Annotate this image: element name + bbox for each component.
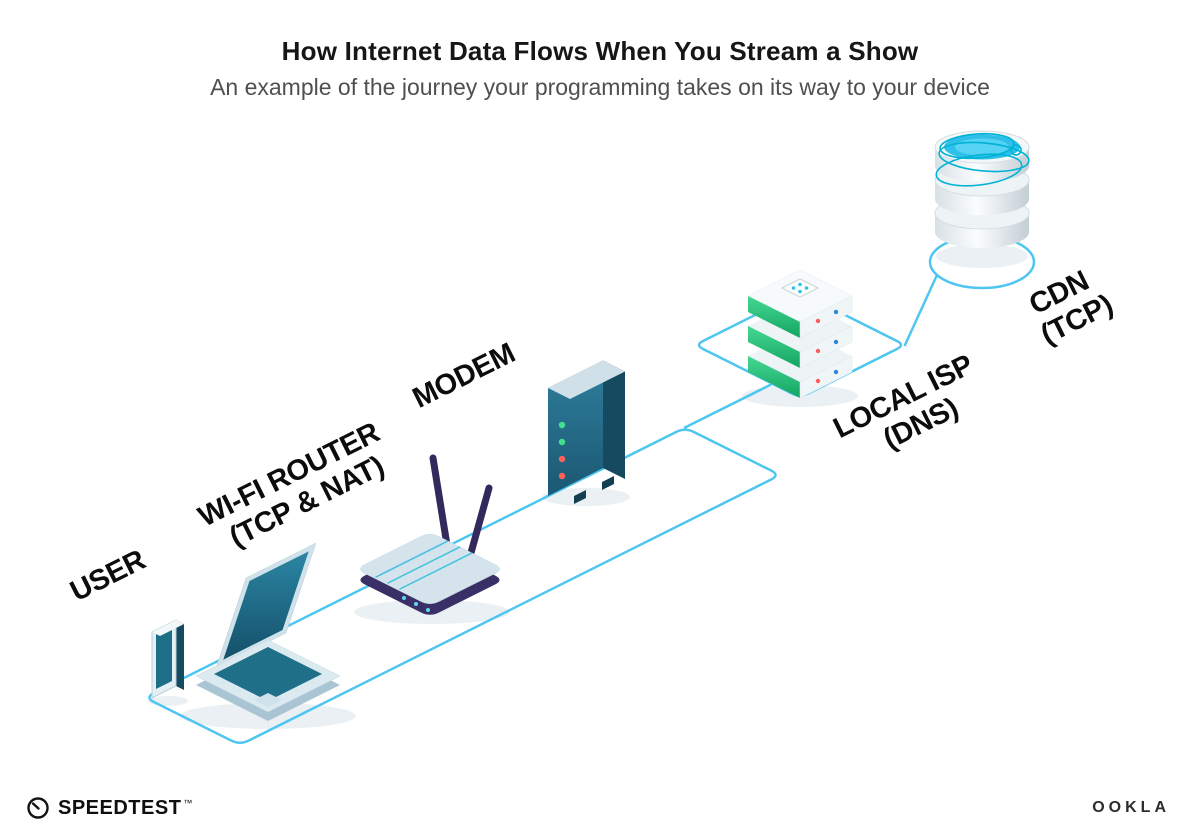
laptop-illustration: [195, 542, 341, 721]
cdn-ring: [935, 153, 1023, 187]
router-stripe: [399, 552, 473, 590]
header: How Internet Data Flows When You Stream …: [0, 36, 1200, 101]
server-side-face: [799, 295, 853, 339]
router-label: WI-FI ROUTER (TCP & NAT): [194, 413, 406, 562]
modem-status-light-green: [558, 421, 566, 429]
cdn-ring: [939, 132, 1015, 160]
modem-to-isp-line: [683, 382, 774, 429]
user-devices-illustration: [151, 542, 341, 721]
trademark-symbol: ™: [183, 798, 193, 808]
router-vent-stripes: [375, 540, 473, 590]
server-front-face: [748, 326, 800, 368]
server-led-blue: [833, 309, 839, 315]
router-stripe: [387, 546, 461, 584]
cdn-shadow: [936, 244, 1028, 268]
server-front-face: [748, 296, 800, 338]
router-antenna: [465, 484, 493, 564]
server-top-panel: [781, 278, 819, 298]
phone-top-face: [152, 620, 184, 636]
server-panel-dot: [798, 282, 802, 287]
speedtest-wordmark: SPEEDTEST: [58, 796, 182, 819]
lan-loop-line: [148, 428, 777, 744]
modem-illustration: [548, 360, 625, 504]
server-led-red: [815, 318, 821, 324]
router-illustration: [360, 454, 500, 615]
router-top-face: [360, 534, 500, 604]
modem-label: MODEM: [408, 337, 520, 415]
modem-foot: [602, 476, 614, 490]
speedtest-gauge-icon: [27, 797, 49, 819]
router-led: [414, 602, 418, 606]
server-led-blue: [833, 339, 839, 345]
footer: SPEEDTEST ™ OOKLA: [26, 796, 1170, 820]
server-side-face: [799, 355, 853, 399]
isp-to-cdn-line: [903, 273, 939, 347]
router-led: [402, 596, 406, 600]
cdn-ring: [938, 141, 1030, 173]
isp-label: LOCAL ISP (DNS): [828, 345, 999, 473]
server-led-blue: [833, 369, 839, 375]
laptop-keyboard: [214, 647, 322, 701]
ookla-logo: OOKLA: [1092, 799, 1170, 817]
isp-server-illustration: [747, 269, 853, 399]
router-front-leds: [402, 596, 430, 612]
modem-status-light-red: [558, 455, 566, 463]
connection-lines: [148, 234, 1036, 744]
gauge-needle: [31, 802, 40, 810]
modem-status-light-green: [558, 438, 566, 446]
phone-illustration: [151, 619, 184, 699]
modem-side-face: [603, 360, 625, 479]
server-side-face: [799, 325, 853, 369]
speedtest-logo: SPEEDTEST ™: [26, 796, 192, 820]
laptop-trackpad: [254, 693, 282, 707]
server-panel-dot: [804, 286, 809, 290]
server-panel-dot: [798, 289, 802, 294]
laptop-screen: [223, 551, 309, 660]
cdn-label: CDN (TCP): [1022, 260, 1118, 351]
router-led: [426, 608, 430, 612]
server-front-face: [748, 356, 800, 398]
modem-top-face: [548, 360, 625, 399]
page-subtitle: An example of the journey your programmi…: [210, 74, 990, 100]
cdn-wireframe-rings: [935, 132, 1030, 187]
modem-status-light-red: [558, 472, 566, 480]
phone-side-face: [176, 620, 184, 690]
phone-screen: [156, 626, 172, 689]
server-panel-dot: [791, 286, 796, 290]
cdn-ring-node: [1010, 144, 1022, 156]
cdn-illustration: [934, 130, 1030, 248]
server-led-red: [815, 378, 821, 384]
page-title: How Internet Data Flows When You Stream …: [281, 36, 919, 66]
modem-foot: [574, 490, 586, 504]
server-led-red: [815, 348, 821, 354]
user-label: USER: [65, 544, 151, 608]
ookla-wordmark: OOKLA: [1092, 799, 1170, 816]
router-stripe: [375, 540, 449, 578]
server-unit: [747, 269, 853, 339]
router-antenna: [429, 454, 451, 549]
gauge-ring: [27, 797, 49, 819]
